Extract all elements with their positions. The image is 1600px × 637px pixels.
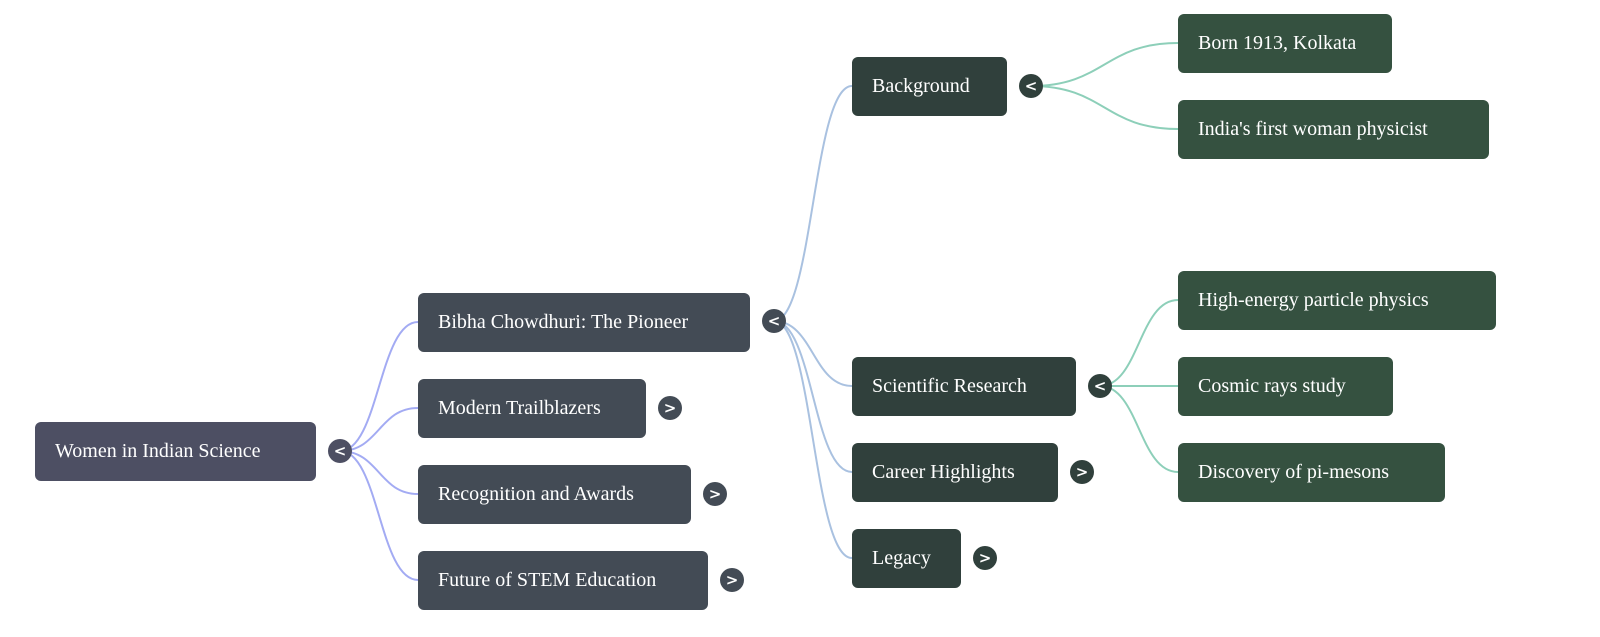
node-bibha-chowdhuri[interactable]: Bibha Chowdhuri: The Pioneer: [418, 293, 750, 352]
connector-line: [1030, 42, 1179, 87]
connector-line: [1030, 85, 1179, 130]
node-legacy[interactable]: Legacy: [852, 529, 961, 588]
expand-toggle-future[interactable]: >: [720, 568, 744, 592]
node-first-woman-physicist[interactable]: India's first woman physicist: [1178, 100, 1489, 159]
connector-line: [773, 320, 853, 559]
connector-line: [339, 450, 419, 495]
collapse-toggle-background[interactable]: <: [1019, 74, 1043, 98]
collapse-toggle-root[interactable]: <: [328, 439, 352, 463]
expand-toggle-modern[interactable]: >: [658, 396, 682, 420]
connector-line: [339, 407, 419, 452]
expand-toggle-recognition[interactable]: >: [703, 482, 727, 506]
connector-line: [1099, 385, 1179, 473]
node-modern-trailblazers[interactable]: Modern Trailblazers: [418, 379, 646, 438]
node-career-highlights[interactable]: Career Highlights: [852, 443, 1058, 502]
expand-toggle-legacy[interactable]: >: [973, 546, 997, 570]
collapse-toggle-bibha[interactable]: <: [762, 309, 786, 333]
node-recognition-awards[interactable]: Recognition and Awards: [418, 465, 691, 524]
node-future-stem[interactable]: Future of STEM Education: [418, 551, 708, 610]
node-cosmic-rays[interactable]: Cosmic rays study: [1178, 357, 1393, 416]
root-node[interactable]: Women in Indian Science: [35, 422, 316, 481]
node-background[interactable]: Background: [852, 57, 1007, 116]
collapse-toggle-research[interactable]: <: [1088, 374, 1112, 398]
node-scientific-research[interactable]: Scientific Research: [852, 357, 1076, 416]
node-born[interactable]: Born 1913, Kolkata: [1178, 14, 1392, 73]
connector-line: [339, 450, 419, 581]
connector-line: [339, 321, 419, 452]
expand-toggle-career[interactable]: >: [1070, 460, 1094, 484]
connector-line: [773, 320, 853, 473]
node-particle-physics[interactable]: High-energy particle physics: [1178, 271, 1496, 330]
connector-line: [773, 85, 853, 322]
node-pi-mesons[interactable]: Discovery of pi-mesons: [1178, 443, 1445, 502]
connector-line: [1099, 299, 1179, 387]
